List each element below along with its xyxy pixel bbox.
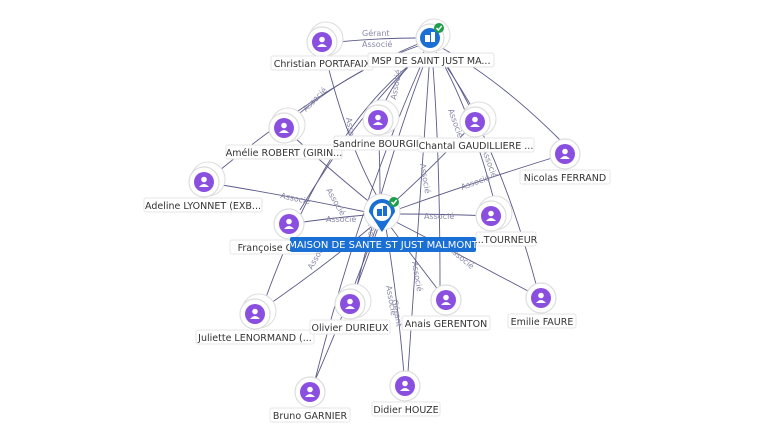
edge-line [439,53,537,285]
person-label-layer: Christian PORTAFAIX Amélie ROBERT (GIRIN… [143,55,611,423]
edge-label: Associé [300,85,329,114]
main-company-label: MAISON DE SANTE ST JUST MALMONT [288,240,479,251]
person-label: Françoise GA... [238,243,309,254]
person-label: Juliette LENORMAND (... [197,333,312,344]
person-node[interactable] [475,195,513,232]
person-node[interactable] [525,282,557,314]
person-label: Nicolas FERRAND [524,173,606,184]
building-icon [425,32,435,42]
person-node[interactable] [239,293,277,330]
person-label: Sandrine BOURGIN [333,139,423,150]
person-label: Anais GERENTON [405,319,487,330]
edge-line [355,53,429,291]
person-label: Christian PORTAFAIX [274,59,371,70]
person-label: Amélie ROBERT (GIRIN... [226,148,343,159]
person-label: ...TOURNEUR [475,235,538,246]
person-node[interactable] [306,21,344,58]
check-icon [389,197,399,207]
person-layer [188,21,581,408]
edge-label: Gérant [390,299,405,328]
edge-line [337,37,417,43]
person-label: Didier HOUZE [373,405,438,416]
edge-label: Associé [459,172,491,192]
person-node[interactable] [268,107,306,144]
person-node[interactable] [549,138,581,170]
person-node[interactable] [389,370,421,402]
main-company-node[interactable] [363,193,401,232]
edge-line [264,53,425,301]
edge-label: Gérant [362,28,390,38]
person-label: Emilie FAURE [511,317,574,328]
edge-label: Associé [388,69,403,101]
company-label: MSP DE SAINT JUST MA... [372,56,491,67]
edge-label: Associé [324,186,348,217]
person-label: Bruno GARNIER [273,411,348,422]
building-icon [377,206,387,216]
edge-label: Associé [280,190,312,206]
edge-label-layer: Gérant Associé Associé Associé Associé A… [280,28,500,327]
edge-line [395,221,542,299]
edge-line [431,53,441,287]
person-node[interactable] [294,376,326,408]
edge-label: Associé [362,39,392,49]
person-label: Chantal GAUDILLIERE ... [419,141,534,152]
edge-label: Associé [410,261,425,293]
person-node[interactable] [459,101,497,138]
check-icon [434,23,444,33]
person-node[interactable] [273,208,305,240]
person-label: Olivier DURIEUX [312,323,389,334]
person-label: Adeline LYONNET (EXB... [145,201,261,212]
person-node[interactable] [362,99,400,136]
edge-line [299,51,425,211]
person-node[interactable] [188,161,226,198]
edge-label: Associé [326,214,356,224]
edge-line [395,153,566,211]
company-node[interactable] [415,18,451,53]
edge-label: Associé [424,211,454,221]
person-node[interactable] [334,283,372,320]
person-node[interactable] [430,284,462,316]
